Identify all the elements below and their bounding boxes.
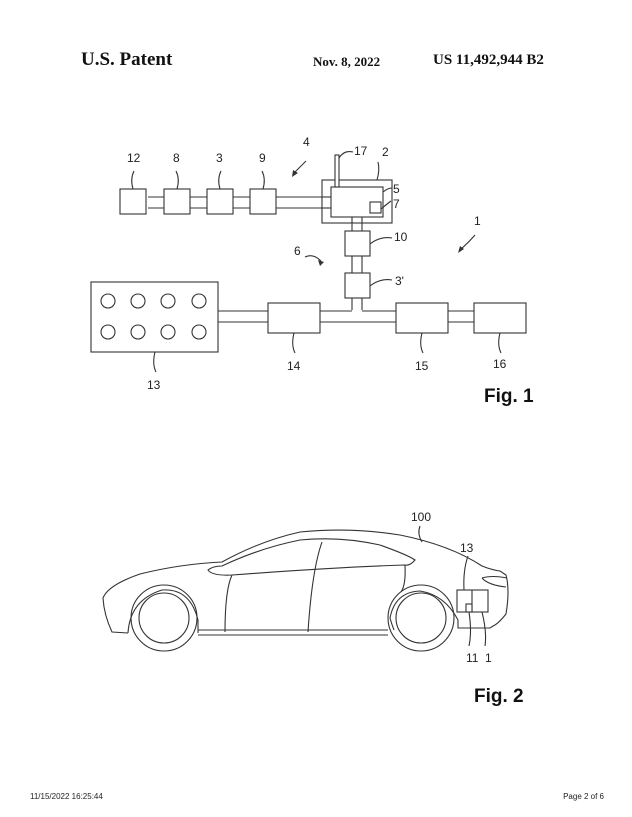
component-8 xyxy=(163,188,191,215)
component-12 xyxy=(119,188,147,215)
label-1-fig2: 1 xyxy=(485,651,492,665)
front-wheel xyxy=(130,584,198,652)
footer-timestamp: 11/15/2022 16:25:44 xyxy=(30,792,103,801)
label-4: 4 xyxy=(303,135,310,149)
fig2-leader-lines xyxy=(418,525,487,647)
antenna-17 xyxy=(334,154,340,188)
component-3-prime xyxy=(344,272,371,299)
label-13-fig2: 13 xyxy=(460,541,474,555)
figure-2: 100 13 11 1 Fig. 2 xyxy=(102,510,524,707)
arrow-markers xyxy=(292,160,476,266)
component-14 xyxy=(267,302,321,334)
label-11: 11 xyxy=(466,651,479,665)
car-window xyxy=(207,538,416,576)
battery-cells xyxy=(100,293,207,340)
component-15 xyxy=(395,302,449,334)
label-5: 5 xyxy=(393,182,400,196)
label-1: 1 xyxy=(474,214,481,228)
label-15: 15 xyxy=(415,359,429,373)
label-2: 2 xyxy=(382,145,389,159)
label-10: 10 xyxy=(394,230,408,244)
label-7: 7 xyxy=(393,197,400,211)
label-12: 12 xyxy=(127,151,141,165)
figure-1: 12 8 3 9 4 17 2 5 7 10 6 1 3' 13 14 15 1… xyxy=(90,135,534,407)
label-9: 9 xyxy=(259,151,266,165)
leader-lines xyxy=(131,151,502,373)
battery-13 xyxy=(90,281,219,353)
label-3: 3 xyxy=(216,151,223,165)
component-3 xyxy=(206,188,234,215)
component-10 xyxy=(344,230,371,257)
component-9 xyxy=(249,188,277,215)
label-14: 14 xyxy=(287,359,301,373)
rear-wheel xyxy=(387,584,455,652)
patent-date: Nov. 8, 2022 xyxy=(313,54,381,69)
footer-page-number: Page 2 of 6 xyxy=(563,792,604,801)
component-16 xyxy=(473,302,527,334)
patent-number: US 11,492,944 B2 xyxy=(433,52,544,68)
component-11 xyxy=(465,603,473,613)
figure-2-caption: Fig. 2 xyxy=(474,686,524,707)
figure-1-caption: Fig. 1 xyxy=(484,386,534,407)
label-100: 100 xyxy=(411,510,431,524)
label-13: 13 xyxy=(147,378,161,392)
module-7 xyxy=(369,201,382,214)
car-body xyxy=(102,529,509,634)
label-8: 8 xyxy=(173,151,180,165)
label-16: 16 xyxy=(493,357,507,371)
label-17: 17 xyxy=(354,144,368,158)
label-6: 6 xyxy=(294,244,301,258)
patent-title: U.S. Patent xyxy=(81,49,173,70)
label-3-prime: 3' xyxy=(395,274,404,288)
